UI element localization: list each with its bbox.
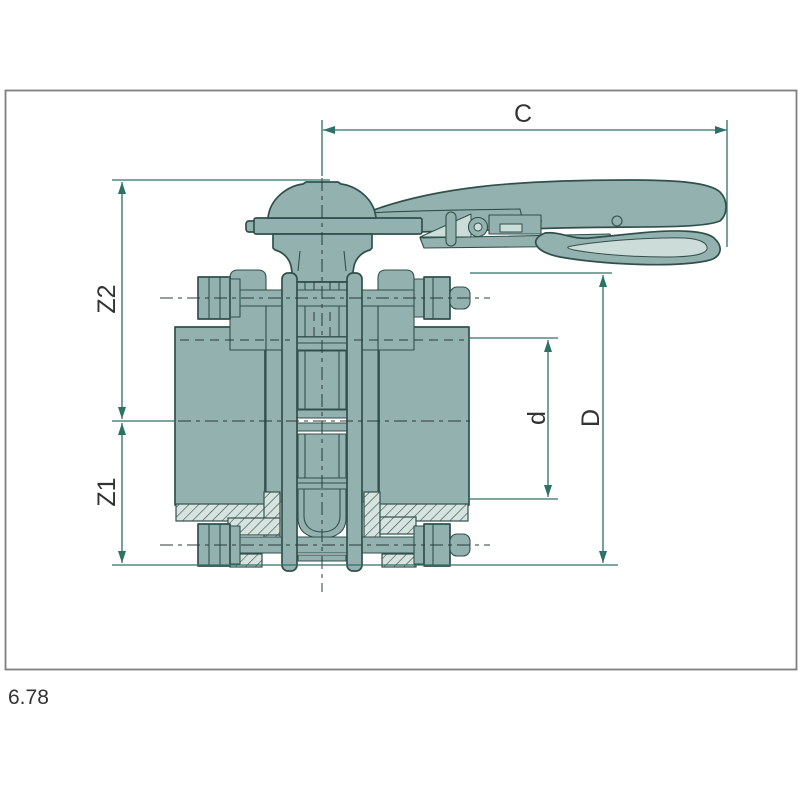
release-trigger <box>534 230 721 266</box>
dim-label-D: D <box>577 409 605 427</box>
handle-rivet <box>611 215 623 227</box>
bolt-head-upper <box>197 276 231 320</box>
handle-lever <box>357 179 727 266</box>
pipe-right <box>378 326 470 506</box>
pipe-left <box>174 326 266 506</box>
pipe-ends <box>174 326 470 506</box>
centerlines <box>160 178 490 592</box>
latch-pin <box>445 211 457 247</box>
valve-assembly <box>160 178 727 592</box>
dim-label-C: C <box>514 100 532 128</box>
gasket-hatching <box>175 491 469 568</box>
dim-label-Z2: Z2 <box>93 284 121 313</box>
figure-caption: 6.78 <box>8 686 49 709</box>
mounting-plate <box>253 217 423 235</box>
dim-label-Z1: Z1 <box>93 477 121 506</box>
dim-label-d: d <box>523 411 551 425</box>
dimension-Z1: Z1 <box>93 420 176 563</box>
dimension-d: d <box>468 337 558 500</box>
body-tie-bars <box>281 272 363 572</box>
dimension-C: C <box>321 100 728 247</box>
dimension-D: D <box>112 272 618 566</box>
dimension-Z2: Z2 <box>93 179 330 419</box>
